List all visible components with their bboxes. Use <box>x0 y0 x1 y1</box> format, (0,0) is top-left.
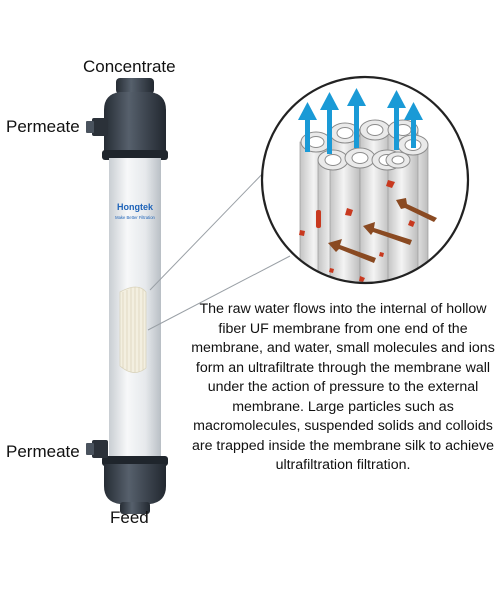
brand-tagline: Make Better Filtration <box>115 215 155 220</box>
bottom-nut <box>120 502 150 514</box>
arrow-up-icon <box>320 92 339 154</box>
arrow-up-icon <box>298 102 317 152</box>
uf-membrane-module <box>86 78 168 514</box>
arrow-left-down-icon <box>328 239 376 263</box>
bottom-end-cap <box>104 464 166 504</box>
fiber-window <box>119 286 147 373</box>
arrow-left-down-icon <box>396 198 437 222</box>
process-description: The raw water flows into the internal of… <box>191 301 495 473</box>
magnified-view <box>260 75 470 285</box>
top-end-cap <box>104 92 166 158</box>
concentrate-label: Concentrate <box>83 57 176 76</box>
bottom-permeate-port <box>92 440 108 458</box>
particle-flow-arrows <box>328 198 437 263</box>
permeate-top-label: Permeate <box>6 117 80 136</box>
water-flow-arrows <box>298 88 423 154</box>
permeate-bottom-label: Permeate <box>6 442 80 461</box>
magnifier-ring <box>260 75 470 285</box>
trapped-particles <box>299 180 415 282</box>
callout-lines <box>147 167 291 331</box>
feed-label: Feed <box>110 508 149 527</box>
top-permeate-port <box>92 118 108 136</box>
brand-logo-text: Hongtek <box>117 202 154 212</box>
top-nut <box>116 78 154 94</box>
arrow-up-icon <box>347 88 366 148</box>
arrow-left-down-icon <box>363 222 412 245</box>
arrow-up-icon <box>404 102 423 148</box>
arrow-up-icon <box>387 90 406 150</box>
